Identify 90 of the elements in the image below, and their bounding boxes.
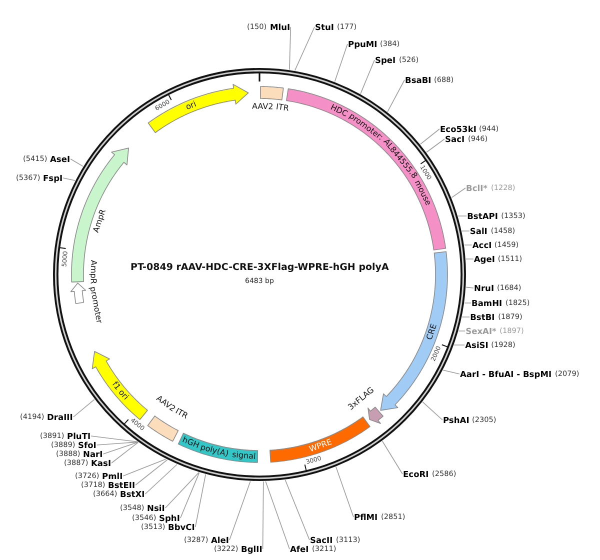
leader-line bbox=[135, 459, 168, 486]
leader-line bbox=[387, 80, 405, 112]
plasmid-title: PT-0849 rAAV-HDC-CRE-3XFlag-WPRE-hGH polyA bbox=[130, 262, 389, 274]
leader-line bbox=[420, 128, 440, 145]
leader-line bbox=[336, 466, 354, 518]
enzyme-label: BsaBI bbox=[405, 76, 432, 84]
feature-label: CRE bbox=[426, 323, 438, 341]
enzyme-label: SacII bbox=[310, 536, 333, 544]
enzyme-label: AfeI bbox=[290, 545, 309, 553]
feature-block bbox=[251, 86, 290, 114]
enzyme-label: SalI bbox=[470, 227, 488, 235]
leader-line bbox=[262, 481, 264, 550]
leader-line bbox=[451, 188, 466, 198]
enzyme-label: StuI bbox=[315, 23, 334, 31]
leader-line bbox=[466, 258, 474, 260]
leader-line bbox=[466, 286, 474, 288]
leader-line bbox=[426, 138, 445, 153]
enzyme-label: PshAI bbox=[443, 416, 470, 424]
feature-label: hGH poly(A) signal bbox=[181, 436, 256, 461]
enzyme-label: SpeI bbox=[375, 56, 396, 64]
leader-line bbox=[164, 472, 200, 508]
directional-feature bbox=[346, 385, 384, 425]
leader-line bbox=[284, 480, 310, 540]
feature-label: WPRE bbox=[308, 438, 334, 454]
enzyme-label: BglII bbox=[241, 545, 262, 553]
leader-line bbox=[72, 399, 95, 418]
leader-line bbox=[382, 440, 403, 474]
leader-line bbox=[458, 330, 466, 332]
leader-line bbox=[289, 26, 291, 70]
leader-line bbox=[62, 178, 76, 181]
feature-label: AAV2 ITR bbox=[252, 102, 290, 113]
feature-band bbox=[269, 416, 371, 463]
enzyme-label: DraIII bbox=[47, 413, 73, 421]
enzyme-label: AleI bbox=[211, 536, 229, 544]
leader-line bbox=[111, 442, 139, 464]
feature-label: f1 ori bbox=[110, 380, 130, 402]
enzyme-label: BclI* bbox=[466, 184, 488, 192]
enzyme-label: SexAI* bbox=[466, 327, 496, 335]
leader-line bbox=[294, 26, 315, 71]
enzyme-label: SacI bbox=[445, 135, 465, 143]
enzyme-label: EcoRI bbox=[403, 470, 429, 478]
promoter-feature bbox=[70, 259, 104, 325]
enzyme-label: BbvCI bbox=[168, 523, 195, 531]
leader-line bbox=[229, 480, 251, 540]
leader-line bbox=[442, 370, 460, 374]
leader-line bbox=[422, 402, 443, 420]
enzyme-label: AccI bbox=[472, 241, 492, 249]
enzyme-label: SphI bbox=[159, 514, 180, 522]
enzyme-label: AarI - BfuAI - BspMI bbox=[460, 370, 552, 378]
leader-line bbox=[102, 442, 138, 454]
enzyme-label: NarI bbox=[83, 450, 103, 458]
leader-line bbox=[70, 158, 84, 167]
enzyme-label: NruI bbox=[474, 284, 494, 292]
enzyme-label: BamHI bbox=[472, 299, 502, 307]
directional-feature bbox=[71, 147, 130, 283]
leader-line bbox=[360, 60, 375, 94]
enzyme-label: PmlI bbox=[102, 472, 123, 480]
leader-line bbox=[334, 44, 348, 82]
enzyme-label: KasI bbox=[91, 459, 112, 467]
enzyme-label: AseI bbox=[50, 155, 70, 163]
feature-label: AmpR bbox=[92, 208, 108, 234]
enzyme-label: SfoI bbox=[78, 441, 96, 449]
enzyme-label: NsiI bbox=[147, 504, 165, 512]
leader-line bbox=[462, 316, 470, 318]
leader-line bbox=[122, 458, 166, 476]
enzyme-label: BstBI bbox=[470, 313, 495, 321]
enzyme-label: PluTI bbox=[67, 432, 91, 440]
leader-line bbox=[454, 344, 465, 346]
enzyme-label: BstXI bbox=[120, 490, 145, 498]
directional-feature bbox=[147, 83, 249, 134]
enzyme-label: Eco53kI bbox=[440, 125, 476, 133]
feature-label: AmpR promoter bbox=[88, 260, 103, 324]
enzyme-label: BstEII bbox=[108, 481, 136, 489]
enzyme-label: PpuMI bbox=[348, 40, 378, 48]
enzyme-label: BstAPI bbox=[467, 212, 498, 220]
leader-line bbox=[461, 230, 470, 232]
leader-line bbox=[180, 472, 200, 518]
leader-line bbox=[144, 464, 178, 494]
leader-line bbox=[90, 436, 138, 442]
enzyme-label: PflMI bbox=[354, 513, 378, 521]
enzyme-label: FspI bbox=[43, 174, 63, 182]
leader-line bbox=[464, 302, 472, 304]
leader-line bbox=[194, 474, 206, 528]
feature-label: ori bbox=[184, 100, 198, 112]
enzyme-label: AsiSI bbox=[465, 341, 488, 349]
enzyme-label: MluI bbox=[270, 23, 290, 31]
leader-line bbox=[96, 442, 138, 446]
leader-line bbox=[265, 481, 290, 550]
enzyme-label: AgeI bbox=[474, 255, 495, 263]
leader-line bbox=[464, 244, 472, 246]
